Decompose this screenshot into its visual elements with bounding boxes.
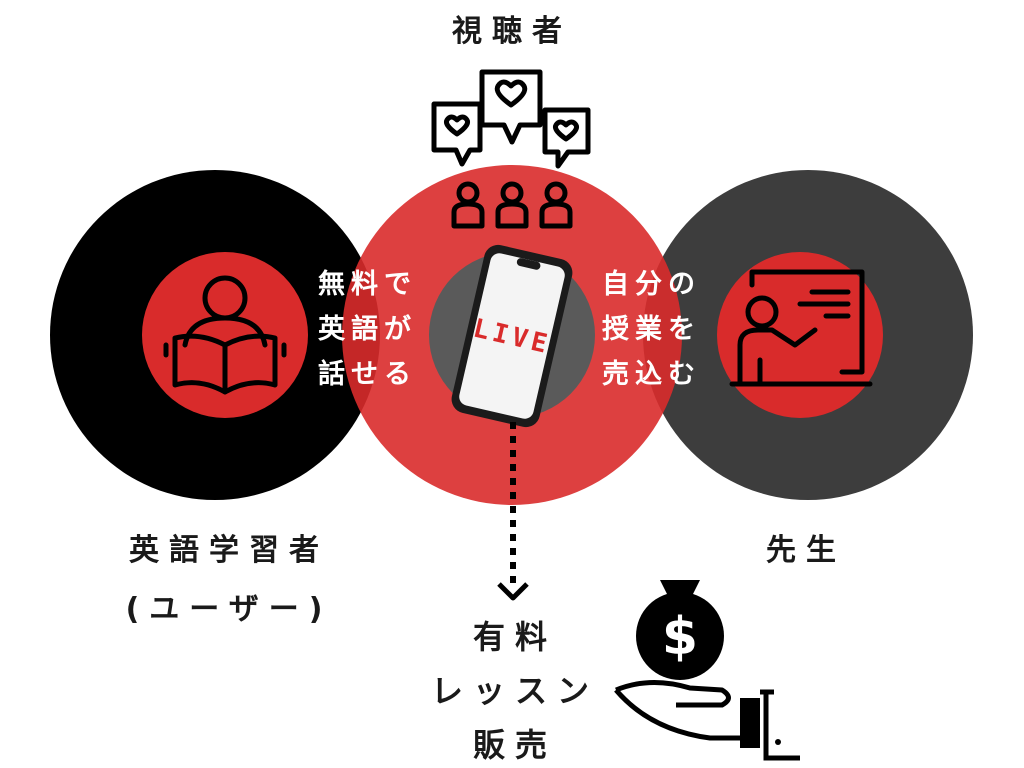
hand-holding-money-bag-icon: $ [614,580,800,761]
smartphone-icon [451,244,573,428]
overlap-left-text: 無料で 英語が 話せる [318,262,417,397]
overlap-left-line: 話せる [318,359,417,390]
dollar-sign: $ [662,607,698,667]
teacher-at-whiteboard-icon [729,269,873,387]
overlap-right-line: 授業を [602,314,701,345]
overlap-right-line: 自分の [602,269,701,300]
overlap-right-text: 自分の 授業を 売込む [602,262,701,397]
teacher-label: 先生 [766,533,846,568]
learner-label-line1: 英語学習者 [129,533,329,568]
paid-label-line3: 販売 [472,726,558,764]
learner-inner-circle [142,252,308,418]
overlap-left-line: 英語が [318,314,417,345]
overlap-right-line: 売込む [602,359,701,390]
people-with-heart-speech-bubbles-icon [431,69,591,229]
paid-label-line1: 有料 [472,618,558,656]
viewers-label: 視聴者 [452,14,572,49]
dotted-down-arrow-icon [497,422,529,601]
paid-label-line2: レッスン [430,672,600,710]
overlap-left-line: 無料で [318,269,417,300]
learner-label-line2: (ユーザー) [125,592,333,627]
person-reading-book-icon [163,275,287,395]
